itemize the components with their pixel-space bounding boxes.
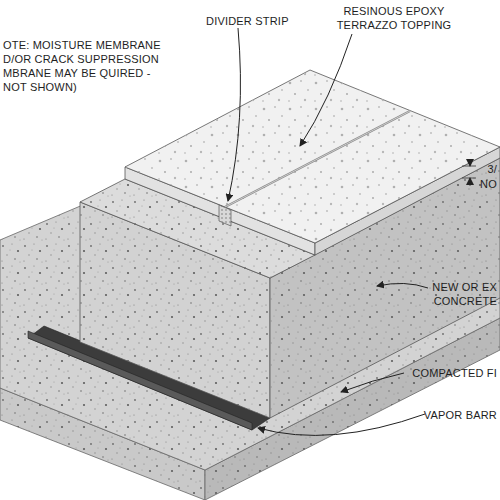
callout-label: RESINOUS EPOXY TERRAZZO TOPPING — [333, 4, 455, 32]
callout-label: NEW OR EX CONCRETE — [429, 280, 497, 308]
callout-label: VAPOR BARR — [424, 408, 497, 422]
illustration-part — [470, 178, 471, 186]
illustration-part — [125, 70, 500, 243]
illustration-part — [125, 70, 500, 243]
illustration-part — [228, 28, 240, 201]
callout-label: COMPACTED FI — [412, 366, 497, 380]
callout-label: DIVIDER STRIP — [206, 14, 289, 28]
terrazzo-topping — [125, 70, 500, 255]
illustration-part — [219, 205, 231, 226]
illustration-part — [462, 178, 476, 179]
illustration-part — [341, 373, 404, 392]
callout-label: NO — [480, 177, 497, 191]
illustration-part — [300, 34, 352, 146]
illustration-part — [219, 205, 231, 226]
illustration-part — [258, 414, 425, 435]
illustration-part — [377, 283, 428, 288]
illustration-part — [225, 111, 410, 207]
dimension-marks — [462, 160, 476, 186]
callout-label: OTE: MOISTURE MEMBRANE D/OR CRACK SUPPRE… — [3, 38, 163, 94]
illustration-part — [225, 111, 410, 207]
illustration-part — [462, 166, 476, 167]
illustration-part — [470, 160, 471, 166]
callout-label: 3/ — [487, 162, 497, 176]
leader-lines — [228, 28, 428, 435]
divider-strip — [219, 111, 410, 226]
